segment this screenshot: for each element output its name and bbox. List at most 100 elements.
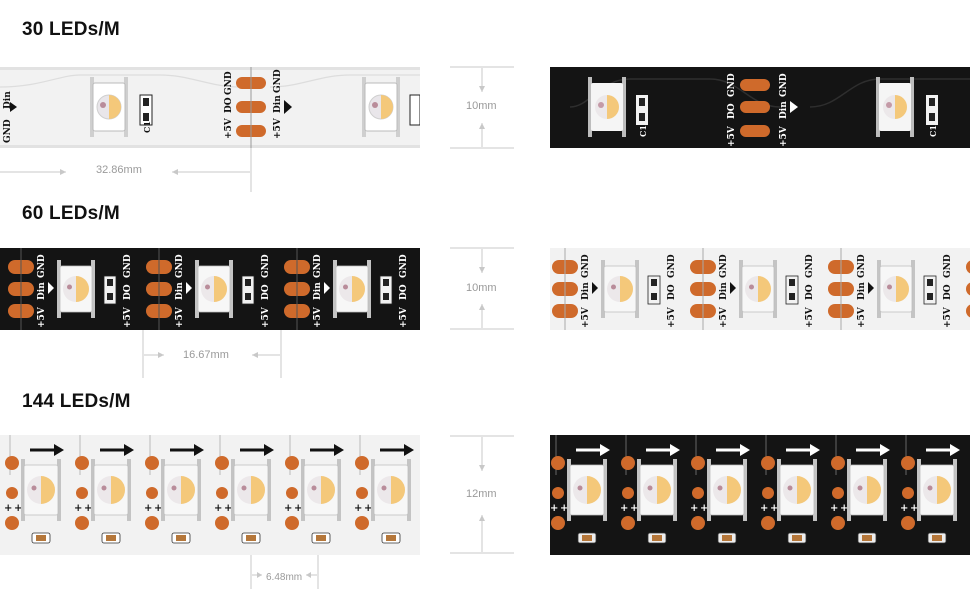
svg-text:+: +	[630, 503, 638, 514]
section-title-144: 144 LEDs/M	[22, 391, 131, 412]
pixel-segment: ++	[284, 435, 344, 544]
pitch-label-60: 16.67mm	[183, 349, 229, 361]
svg-text:+: +	[14, 503, 22, 514]
svg-text:GND: GND	[37, 254, 47, 278]
svg-text:GND: GND	[3, 119, 13, 143]
led-chip	[57, 260, 95, 318]
led-chip	[637, 459, 677, 521]
led-strip-144-black: ++++++++++++++++	[550, 435, 970, 555]
svg-text:+: +	[830, 503, 838, 514]
svg-text:+: +	[354, 503, 362, 514]
led-chip	[21, 459, 61, 521]
svg-text:DO: DO	[727, 103, 737, 119]
led-chip	[601, 260, 639, 318]
led-chip	[333, 260, 371, 318]
pixel-segment: ++	[74, 435, 134, 544]
svg-text:GND: GND	[943, 254, 953, 278]
pixel-segment: ++	[760, 435, 820, 544]
led-strip-30-white: GND Din C1 +5V DO GND +5V	[0, 67, 420, 148]
section-title-30: 30 LEDs/M	[22, 19, 120, 40]
led-chip	[739, 260, 777, 318]
led-chip	[877, 260, 915, 318]
led-chip	[917, 459, 957, 521]
svg-text:+: +	[910, 503, 918, 514]
svg-text:Din: Din	[719, 282, 729, 300]
svg-text:+5V: +5V	[273, 117, 283, 139]
svg-text:+: +	[294, 503, 302, 514]
svg-text:+5V: +5V	[224, 117, 234, 139]
svg-text:Din: Din	[3, 91, 13, 109]
svg-text:+5V: +5V	[37, 306, 47, 328]
svg-text:+5V: +5V	[779, 125, 789, 147]
cut-pads: +5V DO GND +5V Din GND	[224, 67, 292, 148]
pitch-dimension-60	[140, 330, 290, 380]
svg-text:+5V: +5V	[805, 306, 815, 328]
svg-text:+5V: +5V	[399, 306, 409, 328]
svg-text:Din: Din	[313, 282, 323, 300]
svg-text:+: +	[224, 503, 232, 514]
cut-pads: +5V Din GND	[552, 248, 598, 330]
led-chip	[91, 459, 131, 521]
pad-labels-left: GND Din	[3, 91, 13, 143]
svg-text:Din: Din	[779, 101, 789, 119]
svg-text:+: +	[364, 503, 372, 514]
svg-text:GND: GND	[581, 254, 591, 278]
svg-text:+: +	[550, 503, 558, 514]
svg-text:DO: DO	[805, 284, 815, 300]
svg-text:+: +	[74, 503, 82, 514]
svg-text:+5V: +5V	[727, 125, 737, 147]
capacitor	[785, 275, 799, 305]
led-chip	[777, 459, 817, 521]
led-chip	[371, 459, 411, 521]
led-chip	[231, 459, 271, 521]
svg-text:+: +	[144, 503, 152, 514]
svg-text:GND: GND	[224, 71, 234, 95]
svg-text:+: +	[760, 503, 768, 514]
svg-text:+: +	[4, 503, 12, 514]
capacitor: C1	[636, 95, 648, 137]
svg-text:DO: DO	[224, 97, 234, 113]
led-strip-144-white: ++++++++++++++++	[0, 435, 420, 555]
led-chip	[90, 77, 128, 137]
svg-text:Din: Din	[857, 282, 867, 300]
svg-text:GND: GND	[779, 73, 789, 97]
svg-text:+: +	[84, 503, 92, 514]
svg-text:+5V: +5V	[719, 306, 729, 328]
led-chip	[362, 77, 400, 137]
pixel-segment: ++	[690, 435, 750, 544]
led-chip	[707, 459, 747, 521]
section-title-60: 60 LEDs/M	[22, 203, 120, 224]
svg-text:+: +	[284, 503, 292, 514]
height-dimension-60	[450, 247, 520, 331]
led-chip	[301, 459, 341, 521]
led-chip	[847, 459, 887, 521]
svg-text:DO: DO	[943, 284, 953, 300]
height-dimension-144	[450, 435, 520, 555]
pixel-segment: ++	[550, 435, 610, 544]
pixel-segment: ++	[214, 435, 274, 544]
pitch-label-144: 6.48mm	[266, 572, 303, 583]
svg-text:+5V: +5V	[581, 306, 591, 328]
pixel-segment: ++	[354, 435, 414, 544]
svg-text:Din: Din	[581, 282, 591, 300]
led-chip	[161, 459, 201, 521]
svg-text:DO: DO	[399, 284, 409, 300]
svg-text:+: +	[690, 503, 698, 514]
svg-text:+5V: +5V	[667, 306, 677, 328]
svg-text:GND: GND	[123, 254, 133, 278]
svg-text:+: +	[900, 503, 908, 514]
pixel-segment: ++	[900, 435, 960, 544]
pitch-label-30: 32.86mm	[96, 164, 142, 176]
svg-text:GND: GND	[261, 254, 271, 278]
pixel-segment: ++	[4, 435, 64, 544]
svg-text:DO: DO	[123, 284, 133, 300]
svg-text:Din: Din	[175, 282, 185, 300]
svg-text:GND: GND	[727, 73, 737, 97]
